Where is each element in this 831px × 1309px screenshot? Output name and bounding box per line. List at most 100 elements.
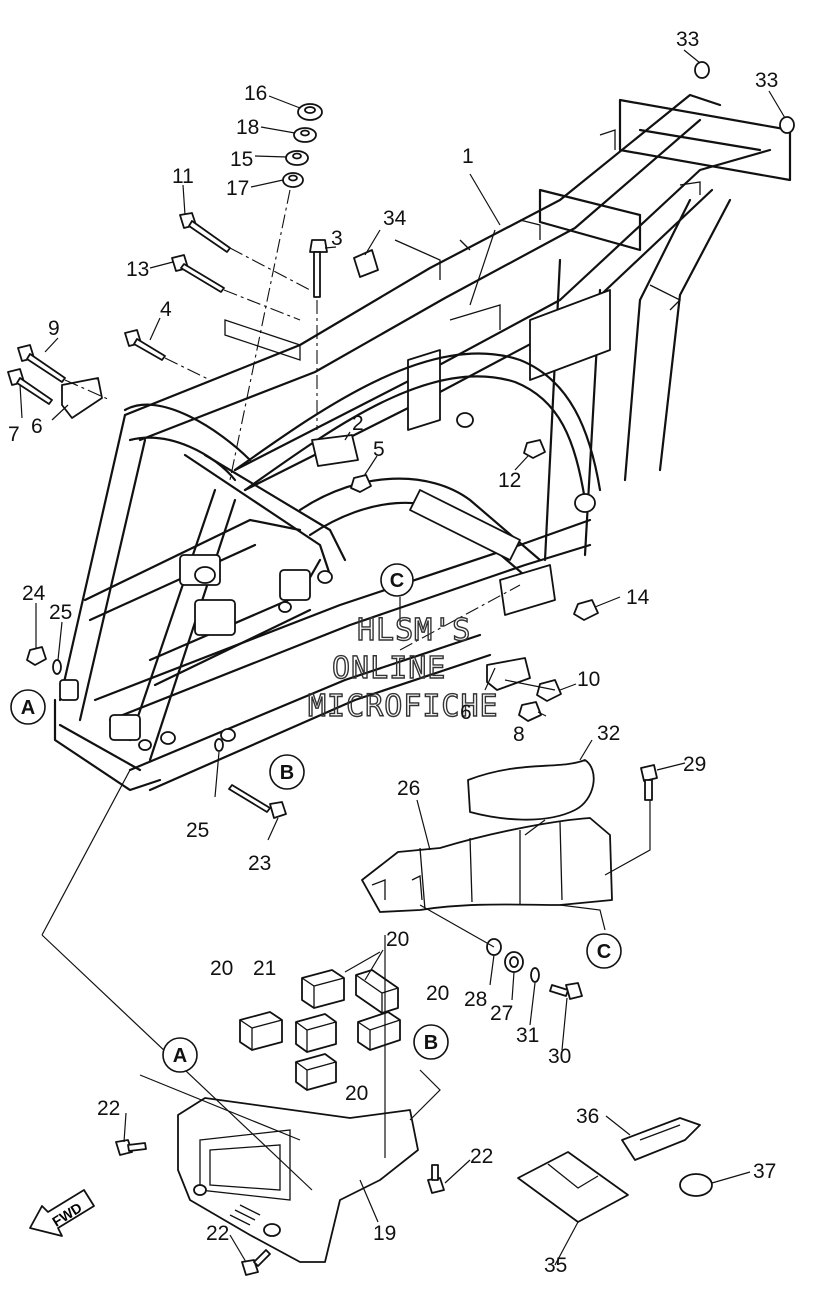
callout-21: 21 [253, 957, 276, 980]
watermark-line-2: ONLINE [332, 651, 446, 686]
skid-plate-19 [177, 1097, 419, 1263]
bolt-3 [309, 239, 328, 298]
callout-22-right: 22 [470, 1145, 493, 1168]
callout-27: 27 [490, 1002, 513, 1025]
callout-13: 13 [126, 258, 149, 281]
bolt-29 [640, 764, 658, 801]
callout-33-right: 33 [755, 69, 778, 92]
callout-31: 31 [516, 1024, 539, 1047]
callout-1: 1 [462, 145, 474, 168]
fwd-arrow: FWD [29, 1189, 95, 1237]
callout-22-bottom: 22 [206, 1222, 229, 1245]
nut-12 [523, 439, 546, 459]
ref-c-guard: C [586, 933, 622, 969]
callout-9: 9 [48, 317, 60, 340]
callout-23: 23 [248, 852, 271, 875]
callout-14: 14 [626, 586, 650, 609]
nut-8 [518, 701, 542, 722]
callout-19: 19 [373, 1222, 396, 1245]
callout-18: 18 [236, 116, 259, 139]
nut-24 [26, 646, 47, 666]
callout-6-left: 6 [31, 415, 43, 438]
callout-24: 24 [22, 582, 46, 605]
cap-33-right [779, 116, 795, 134]
pad-32 [467, 759, 595, 821]
collar-16 [297, 103, 323, 121]
ref-c-top: C [380, 563, 414, 597]
reference-markers: C A B C A B [10, 563, 622, 1073]
block-20-e [295, 1053, 337, 1091]
guard-26 [361, 817, 613, 913]
grommet-27 [504, 951, 524, 973]
collar-18 [293, 127, 317, 143]
callout-11: 11 [172, 165, 194, 188]
callout-37: 37 [753, 1160, 776, 1183]
ring-37 [679, 1173, 713, 1197]
guards [115, 759, 713, 1276]
bolt-22-right [427, 1164, 445, 1194]
svg-text:A: A [21, 697, 35, 719]
callout-10: 10 [577, 668, 600, 691]
callout-25-left: 25 [49, 601, 72, 624]
callout-34: 34 [383, 207, 407, 230]
bolt-23 [228, 784, 287, 819]
svg-text:B: B [424, 1032, 438, 1054]
watermark-line-3: MICROFICHE [308, 689, 499, 724]
bolt-13 [171, 254, 225, 293]
callout-20-right: 20 [426, 982, 449, 1005]
callout-28: 28 [464, 988, 487, 1011]
plate-6-right [486, 657, 531, 691]
washer-25-lower [214, 738, 224, 752]
callout-5: 5 [373, 438, 385, 461]
tube-36 [621, 1117, 701, 1161]
washer-31 [530, 967, 540, 983]
block-20-b [301, 969, 345, 1009]
callout-4: 4 [160, 298, 172, 321]
watermark: HLSM'S ONLINE MICROFICHE [307, 612, 499, 724]
bolt-11 [179, 212, 231, 253]
callout-20-bottom: 20 [345, 1082, 368, 1105]
ref-a-skid: A [162, 1037, 198, 1073]
bolt-22-bottom [241, 1249, 271, 1276]
bolt-7 [7, 368, 53, 405]
watermark-line-1: HLSM'S [357, 613, 471, 648]
nut-10 [536, 679, 562, 702]
callout-25-lower: 25 [186, 819, 209, 842]
callout-16: 16 [244, 82, 267, 105]
callout-22-left: 22 [97, 1097, 120, 1120]
callout-3: 3 [331, 227, 343, 250]
plate-2 [311, 434, 359, 467]
collar-15 [285, 150, 309, 166]
bolt-22-left [115, 1139, 147, 1156]
svg-text:B: B [280, 762, 294, 784]
pouch-35 [517, 1151, 629, 1223]
callout-8: 8 [513, 723, 525, 746]
washer-25-left [52, 659, 62, 675]
bolt-4 [124, 329, 166, 361]
callout-26: 26 [397, 777, 420, 800]
callout-7: 7 [8, 423, 20, 446]
svg-text:C: C [390, 570, 404, 592]
callout-35: 35 [544, 1254, 567, 1277]
leaders [19, 49, 786, 1266]
callout-32: 32 [597, 722, 620, 745]
callout-33-left: 33 [676, 28, 699, 51]
ref-b-mid: B [269, 754, 305, 790]
collar-17 [282, 172, 304, 188]
callout-30: 30 [548, 1045, 571, 1068]
block-20-a [239, 1011, 283, 1051]
callout-15: 15 [230, 148, 253, 171]
bolt-9 [17, 344, 66, 383]
callout-12: 12 [498, 469, 521, 492]
nut-14 [573, 599, 599, 621]
callout-20-left: 20 [210, 957, 233, 980]
callout-numbers: 1 2 3 4 5 6 6 7 8 9 10 11 12 13 14 15 16… [8, 28, 778, 1277]
cap-33-left [694, 61, 710, 79]
callout-2: 2 [352, 412, 364, 435]
nut-5 [350, 474, 372, 493]
callout-29: 29 [683, 753, 706, 776]
plate-6-left [61, 377, 103, 419]
callout-20-top: 20 [386, 928, 409, 951]
